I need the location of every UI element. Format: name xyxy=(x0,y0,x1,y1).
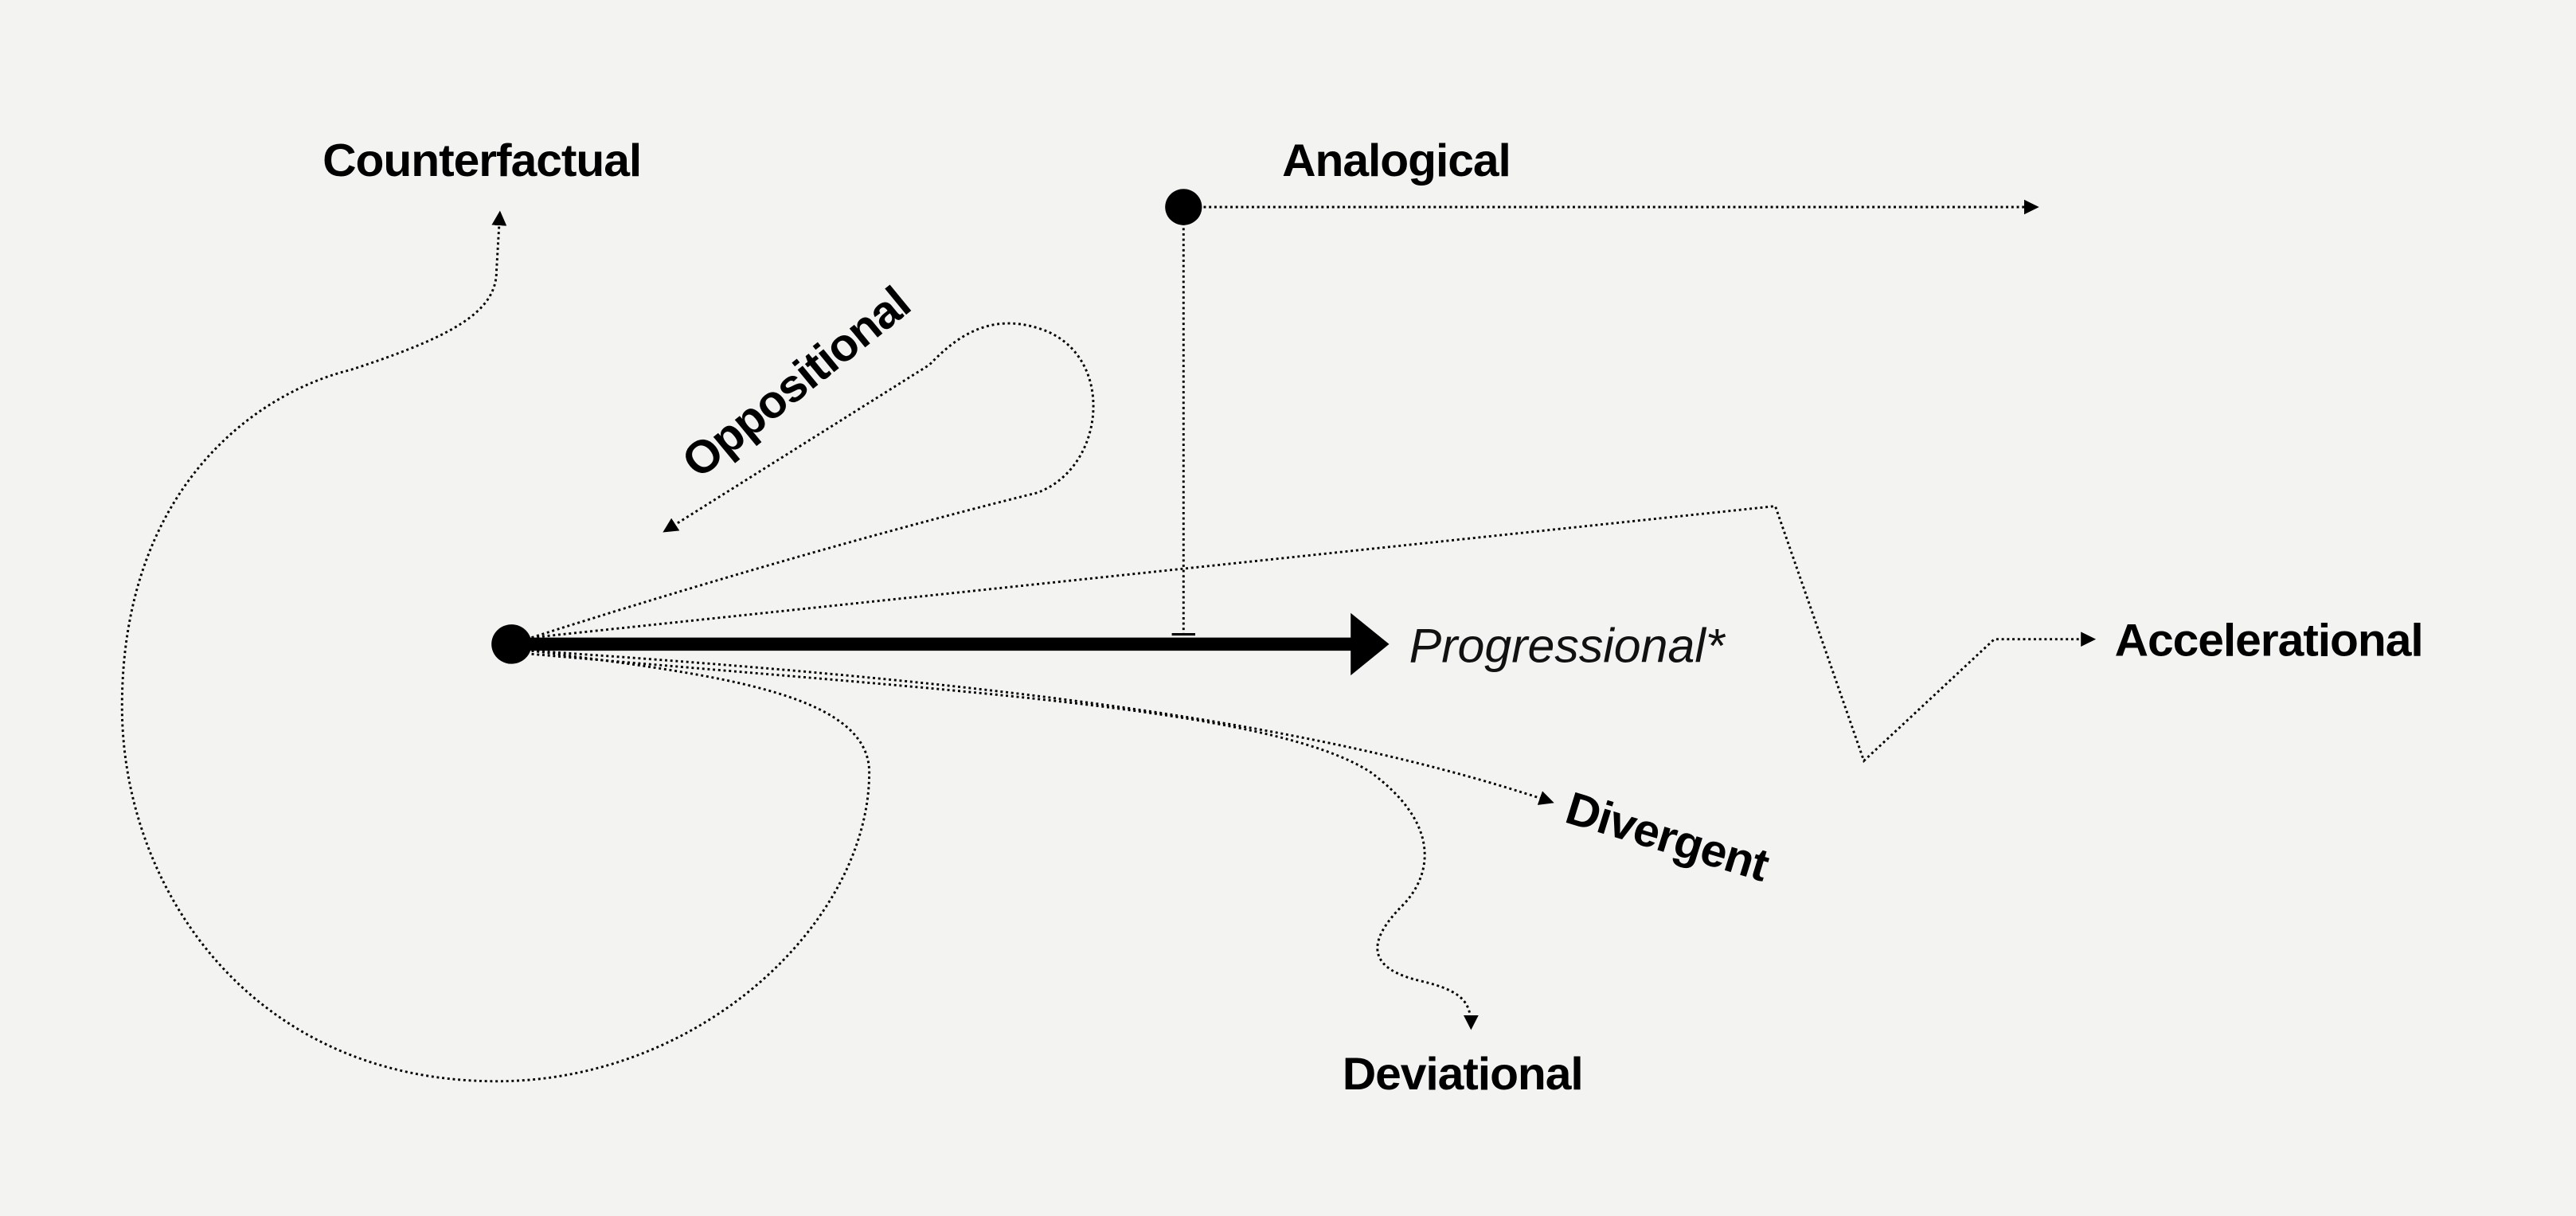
divergent-path xyxy=(531,649,1554,805)
oppositional-path xyxy=(531,322,1095,639)
label-deviational: Deviational xyxy=(1343,1049,1583,1100)
counterfactual-path xyxy=(120,210,871,1083)
accelerational-path xyxy=(531,505,2097,764)
analogical-origin-dot xyxy=(1165,189,1202,225)
label-accelerational: Accelerational xyxy=(2115,615,2423,666)
label-divergent: Divergent xyxy=(1560,782,1775,891)
label-counterfactual: Counterfactual xyxy=(322,135,641,186)
label-analogical: Analogical xyxy=(1282,135,1511,186)
progressional-arrowhead xyxy=(1351,612,1390,676)
deviational-path xyxy=(531,652,1479,1030)
label-progressional: Progressional* xyxy=(1409,619,1726,672)
present-origin-dot xyxy=(491,624,532,664)
label-oppositional: Oppositional xyxy=(672,277,920,487)
